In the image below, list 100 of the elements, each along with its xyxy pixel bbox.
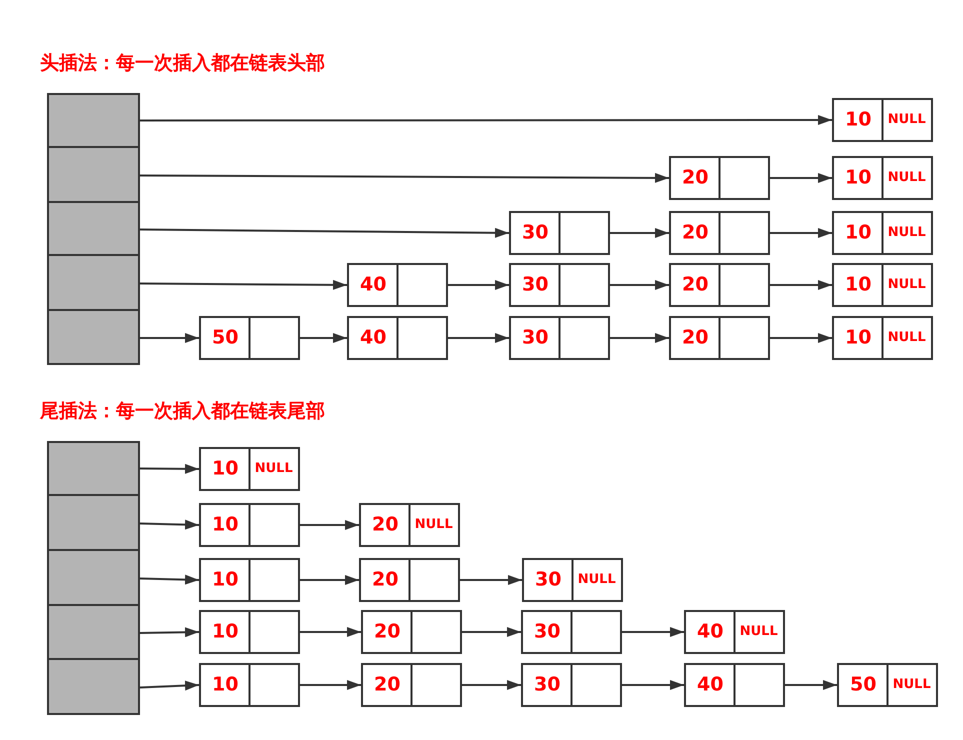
arrow: [462, 627, 521, 637]
arrow: [140, 333, 199, 343]
node-value: 30: [522, 328, 548, 348]
arrow: [622, 627, 684, 637]
arrow: [140, 228, 509, 238]
arrow: [300, 520, 359, 530]
list-node: [199, 447, 300, 491]
list-node: [361, 610, 462, 654]
list-node: [832, 211, 933, 255]
list-node: [669, 263, 770, 307]
arrow: [300, 627, 361, 637]
arrow: [448, 280, 509, 290]
next-pointer-value: NULL: [892, 678, 931, 692]
node-value: 10: [845, 168, 872, 188]
node-value: 30: [522, 274, 548, 296]
arrow: [448, 333, 509, 343]
list-node: [509, 211, 610, 255]
node-value: 40: [360, 328, 386, 348]
node-value: 10: [212, 674, 238, 696]
list-node: [669, 211, 770, 255]
list-node: [199, 610, 300, 654]
next-pointer-value: NULL: [888, 112, 926, 128]
list-node: [359, 503, 460, 547]
list-node: [832, 263, 933, 307]
node-value: 10: [212, 622, 238, 642]
section-heading: 头插法：每一次插入都在链表头部: [40, 52, 325, 75]
node-value: 40: [697, 622, 724, 642]
node-value: 20: [682, 168, 708, 188]
node-value: 50: [850, 674, 876, 696]
arrow: [140, 115, 832, 125]
arrow: [300, 680, 361, 690]
list-node: [669, 156, 770, 200]
list-node: [347, 316, 448, 360]
list-node: [684, 663, 785, 707]
next-pointer-value: NULL: [740, 624, 778, 640]
node-value: 10: [212, 458, 238, 480]
node-value: 30: [535, 570, 562, 590]
next-pointer-value: NULL: [888, 226, 926, 240]
list-node: [837, 663, 938, 707]
arrow: [140, 627, 200, 638]
arrow: [300, 333, 347, 343]
array-cell: [47, 311, 140, 365]
array-cell: [47, 660, 140, 715]
node-value: 40: [360, 274, 386, 296]
list-node: [521, 663, 622, 707]
arrow: [460, 575, 522, 585]
node-value: 30: [534, 622, 560, 642]
node-value: 20: [372, 570, 398, 590]
list-node: [199, 663, 300, 707]
node-value: 20: [374, 622, 400, 642]
node-value: 30: [522, 222, 548, 244]
array-cell: [47, 496, 140, 551]
arrow: [140, 574, 200, 585]
node-value: 20: [682, 274, 708, 296]
arrow: [300, 575, 359, 585]
list-node: [521, 610, 622, 654]
list-node: [199, 558, 300, 602]
array-cell: [47, 606, 140, 660]
list-node: [509, 316, 610, 360]
node-value: 10: [845, 328, 872, 348]
array-cell: [47, 256, 140, 311]
list-node: [669, 316, 770, 360]
array-cell: [47, 441, 140, 496]
arrow: [462, 680, 521, 690]
node-value: 20: [682, 222, 708, 244]
arrow: [610, 228, 669, 238]
array-cell: [47, 93, 140, 148]
next-pointer-value: NULL: [888, 330, 926, 346]
node-value: 20: [374, 674, 400, 696]
next-pointer-value: NULL: [888, 278, 926, 292]
arrow: [770, 173, 832, 183]
array-cell: [47, 551, 140, 606]
arrow: [770, 280, 832, 290]
section-heading: 尾插法：每一次插入都在链表尾部: [40, 400, 325, 423]
arrow: [770, 333, 832, 343]
next-pointer-value: NULL: [414, 518, 453, 532]
node-value: 10: [845, 274, 872, 296]
next-pointer-value: NULL: [888, 170, 926, 186]
arrow: [610, 333, 669, 343]
list-node: [832, 156, 933, 200]
next-pointer-value: NULL: [578, 572, 616, 588]
arrow: [140, 680, 200, 691]
arrow: [610, 280, 669, 290]
list-node: [832, 316, 933, 360]
list-node: [199, 503, 300, 547]
node-value: 20: [372, 514, 398, 536]
node-value: 10: [212, 570, 238, 590]
list-node: [684, 610, 785, 654]
arrow: [140, 464, 199, 474]
list-node: [832, 98, 933, 142]
node-value: 10: [212, 514, 238, 536]
array-cell: [47, 148, 140, 203]
list-node: [347, 263, 448, 307]
list-node: [509, 263, 610, 307]
arrow: [140, 280, 347, 290]
array-cell: [47, 203, 140, 256]
list-node: [522, 558, 623, 602]
arrow: [770, 228, 832, 238]
arrow: [785, 680, 837, 690]
next-pointer-value: NULL: [254, 462, 293, 476]
